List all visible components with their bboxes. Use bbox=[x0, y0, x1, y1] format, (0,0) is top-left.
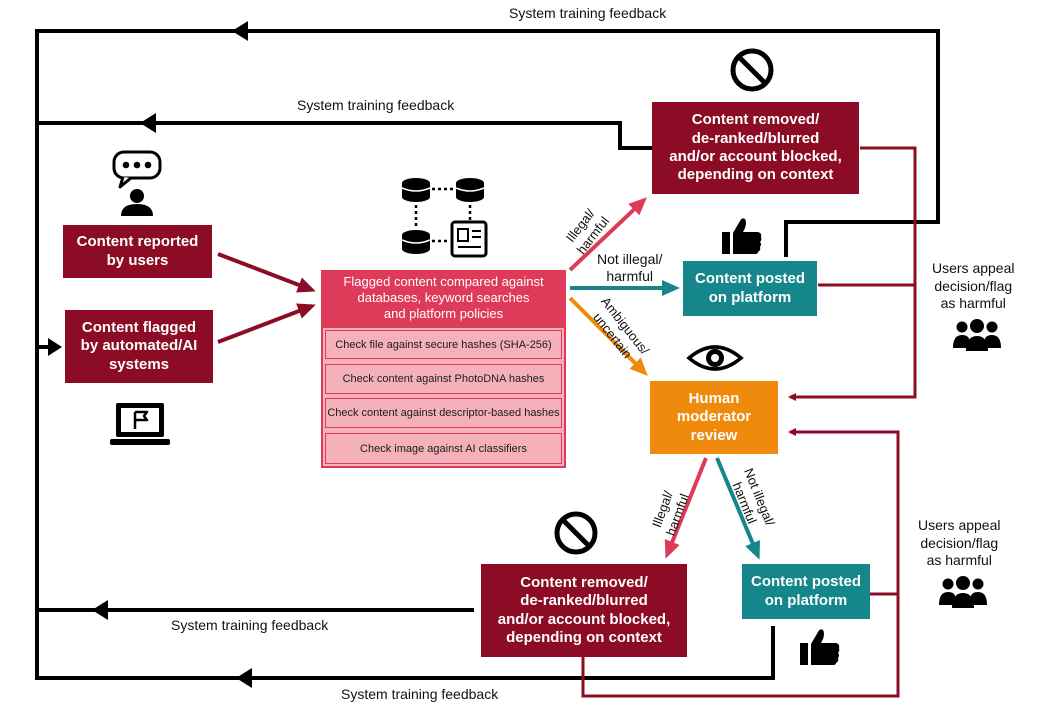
group-icon bbox=[953, 319, 1001, 351]
arrowhead-bottom bbox=[236, 668, 252, 688]
arrow-to-removed-bottom bbox=[664, 457, 708, 559]
content-posted-bottom-box: Content posted on platform bbox=[742, 564, 870, 619]
decision-arrows bbox=[568, 197, 760, 560]
arrow-reported-to-process bbox=[217, 252, 316, 293]
process-header: Flagged content compared against databas… bbox=[321, 270, 566, 326]
group-icon bbox=[939, 576, 987, 608]
feedback-label-top: System training feedback bbox=[509, 5, 667, 21]
human-review-box: Human moderator review bbox=[650, 381, 778, 454]
content-removed-bottom-box: Content removed/ de-ranked/blurred and/o… bbox=[481, 564, 687, 657]
arrowhead-entry bbox=[48, 338, 62, 356]
content-posted-top-box: Content posted on platform bbox=[683, 261, 817, 316]
arrowhead-top bbox=[232, 21, 248, 41]
thumbs-up-icon bbox=[800, 629, 840, 665]
edge-label-not-illegal-top: Not illegal/ harmful bbox=[597, 251, 663, 285]
feedback-loop-bottom bbox=[242, 626, 775, 680]
feedback-loops bbox=[35, 29, 940, 680]
arrow-to-posted-bottom bbox=[715, 457, 760, 560]
check-ai-classifiers: Check image against AI classifiers bbox=[325, 433, 562, 464]
ban-icon bbox=[554, 511, 598, 555]
check-descriptor-hashes: Check content against descriptor-based h… bbox=[325, 398, 562, 428]
feedback-label-bottom-left: System training feedback bbox=[171, 617, 329, 633]
content-removed-top-box: Content removed/ de-ranked/blurred and/o… bbox=[652, 102, 859, 194]
thumbs-up-icon bbox=[722, 218, 762, 254]
appeal-loop-top bbox=[788, 146, 917, 401]
content-reported-box: Content reported by users bbox=[63, 225, 212, 278]
check-sha256: Check file against secure hashes (SHA-25… bbox=[325, 330, 562, 359]
feedback-label-bottom: System training feedback bbox=[341, 686, 499, 702]
source-arrows bbox=[217, 252, 316, 344]
ban-icon bbox=[730, 48, 774, 92]
appeal-label-bottom: Users appeal decision/flag as harmful bbox=[918, 517, 1001, 568]
arrowhead-second bbox=[140, 113, 156, 133]
eye-icon bbox=[686, 345, 744, 371]
laptop-flag-icon bbox=[110, 403, 170, 445]
check-photodna: Check content against PhotoDNA hashes bbox=[325, 364, 562, 394]
arrow-flagged-to-process bbox=[217, 303, 316, 344]
feedback-loop-outer bbox=[35, 29, 940, 680]
appeal-loop-bottom bbox=[788, 428, 900, 596]
feedback-arrowheads bbox=[48, 21, 252, 688]
database-network-icon bbox=[401, 178, 488, 258]
appeal-loop-lower bbox=[581, 594, 900, 698]
feedback-loop-second bbox=[37, 121, 652, 150]
arrowhead-bottom-left bbox=[92, 600, 108, 620]
feedback-label-second: System training feedback bbox=[297, 97, 455, 113]
content-flagged-box: Content flagged by automated/AI systems bbox=[65, 310, 213, 383]
speech-bubble-user-icon bbox=[112, 150, 162, 216]
appeal-label-top: Users appeal decision/flag as harmful bbox=[932, 260, 1015, 311]
appeal-loops bbox=[581, 146, 917, 698]
arrow-to-human-review bbox=[568, 296, 648, 376]
arrow-to-removed-top bbox=[568, 197, 647, 272]
